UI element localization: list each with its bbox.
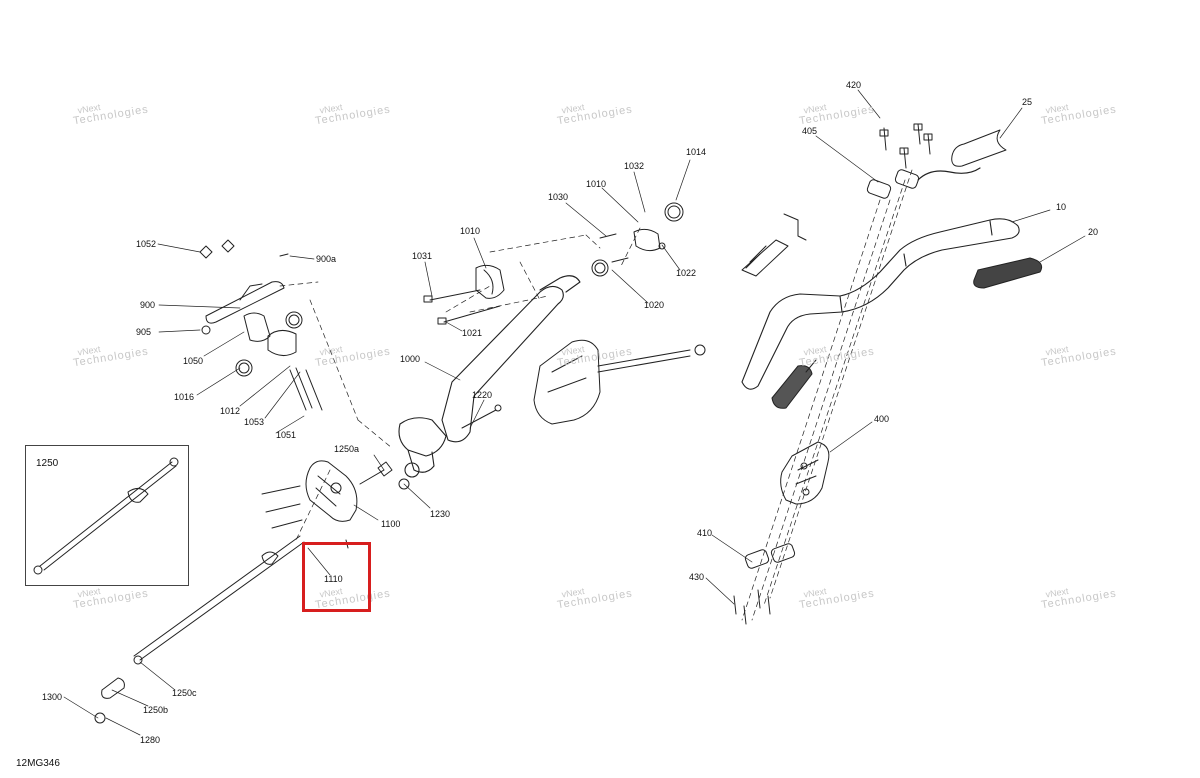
part-callout-1000[interactable]: 1000 <box>400 354 421 364</box>
tie-rod <box>94 535 305 724</box>
steering-support-1100 <box>261 460 358 549</box>
part-callout-900a[interactable]: 900a <box>316 254 337 264</box>
part-callout-1110[interactable]: 1110 <box>324 574 343 584</box>
part-callout-905[interactable]: 905 <box>136 327 152 337</box>
top-clamps <box>866 123 981 199</box>
part-callout-1300[interactable]: 1300 <box>42 692 63 702</box>
part-callout-1250b[interactable]: 1250b <box>143 705 169 715</box>
diagram-code: 12MG346 <box>16 758 60 769</box>
part-callout-1014[interactable]: 1014 <box>686 147 707 157</box>
cable-latch <box>741 213 807 277</box>
steering-gearbox <box>533 339 706 425</box>
upper-bracket <box>423 264 505 325</box>
part-callout-400[interactable]: 400 <box>874 414 890 424</box>
part-callout-1010-lower[interactable]: 1010 <box>460 226 481 236</box>
part-callout-1012[interactable]: 1012 <box>220 406 241 416</box>
inset-tie-rod <box>33 457 179 575</box>
part-callout-1250c[interactable]: 1250c <box>172 688 197 698</box>
part-callout-20[interactable]: 20 <box>1088 227 1099 237</box>
part-callout-1052[interactable]: 1052 <box>136 239 157 249</box>
part-callout-1030[interactable]: 1030 <box>548 192 569 202</box>
part-callout-1250a[interactable]: 1250a <box>334 444 360 454</box>
part-callout-900[interactable]: 900 <box>140 300 156 310</box>
grip-right <box>771 359 817 409</box>
part-callout-1016[interactable]: 1016 <box>174 392 195 402</box>
part-callout-410[interactable]: 410 <box>697 528 713 538</box>
steering-column <box>398 275 581 478</box>
part-callout-25[interactable]: 25 <box>1022 97 1033 107</box>
part-callout-1032[interactable]: 1032 <box>624 161 645 171</box>
fasteners-mid <box>359 404 502 490</box>
inset-label[interactable]: 1250 <box>36 458 59 469</box>
inset-detail-box <box>25 445 189 586</box>
part-callout-1220[interactable]: 1220 <box>472 390 493 400</box>
part-callout-1022[interactable]: 1022 <box>676 268 697 278</box>
part-callout-1051[interactable]: 1051 <box>276 430 297 440</box>
part-callout-1050[interactable]: 1050 <box>183 356 204 366</box>
part-callout-1020[interactable]: 1020 <box>644 300 665 310</box>
part-callout-1053[interactable]: 1053 <box>244 417 265 427</box>
assembly-dash-lines <box>279 169 913 621</box>
part-callout-1230[interactable]: 1230 <box>430 509 451 519</box>
part-callout-1021[interactable]: 1021 <box>462 328 483 338</box>
handlebar <box>741 218 1020 390</box>
part-callout-430[interactable]: 430 <box>689 572 705 582</box>
top-bearings <box>591 202 684 277</box>
leader-lines <box>63 89 1086 736</box>
grip-left <box>951 129 1043 289</box>
part-callout-1031[interactable]: 1031 <box>412 251 433 261</box>
part-callout-1280[interactable]: 1280 <box>140 735 161 745</box>
riser <box>780 441 830 505</box>
lower-bracket-900 <box>199 239 323 411</box>
part-callout-1010-upper[interactable]: 1010 <box>586 179 607 189</box>
part-callout-10[interactable]: 10 <box>1056 202 1067 212</box>
part-callout-405[interactable]: 405 <box>802 126 818 136</box>
part-callout-420[interactable]: 420 <box>846 80 862 90</box>
lower-clamps <box>733 543 796 625</box>
highlight-box <box>302 542 371 612</box>
part-callout-1100[interactable]: 1100 <box>381 519 401 529</box>
